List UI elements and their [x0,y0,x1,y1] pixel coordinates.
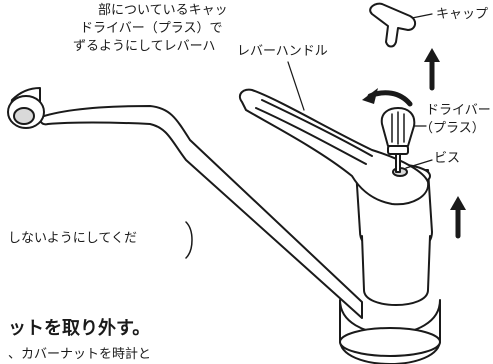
cap-label: キャップ [436,7,489,22]
step-heading: ットを取り外す。 [8,318,151,339]
rotation-arrow-head [362,88,378,104]
lever-handle-label: レバーハンドル [237,44,328,59]
screwdriver-label-2: （プラス） [420,121,485,136]
screwdriver-collar [387,145,409,155]
up-arrow-body-head [450,196,466,210]
body-lower [361,235,431,306]
screwdriver-label-1: ドライバー [426,103,491,118]
instruction-line-3: ずるようにしてレバーハ [73,39,216,54]
screw-leader [405,159,433,169]
instruction-line-1: 部についているキャッ [98,3,228,18]
lever-leader [287,61,305,111]
spout-outlet [13,107,35,125]
lever-groove [261,99,373,157]
note-text: しないようにしてくだ [8,231,137,246]
cap [369,2,416,48]
cap-leader [411,13,433,19]
up-arrow-cap-head [424,48,440,62]
base-bottom [339,327,441,357]
screwdriver-grip-lines [391,111,405,145]
lever-groove-2 [255,107,367,165]
instruction-line-2: ドライバー（プラス）で [80,21,223,36]
note-bracket [185,221,193,259]
step-body-line: 、カバーナットを時計と [8,347,152,362]
screw-label: ビス [434,151,461,166]
screwdriver-shaft [395,153,401,173]
